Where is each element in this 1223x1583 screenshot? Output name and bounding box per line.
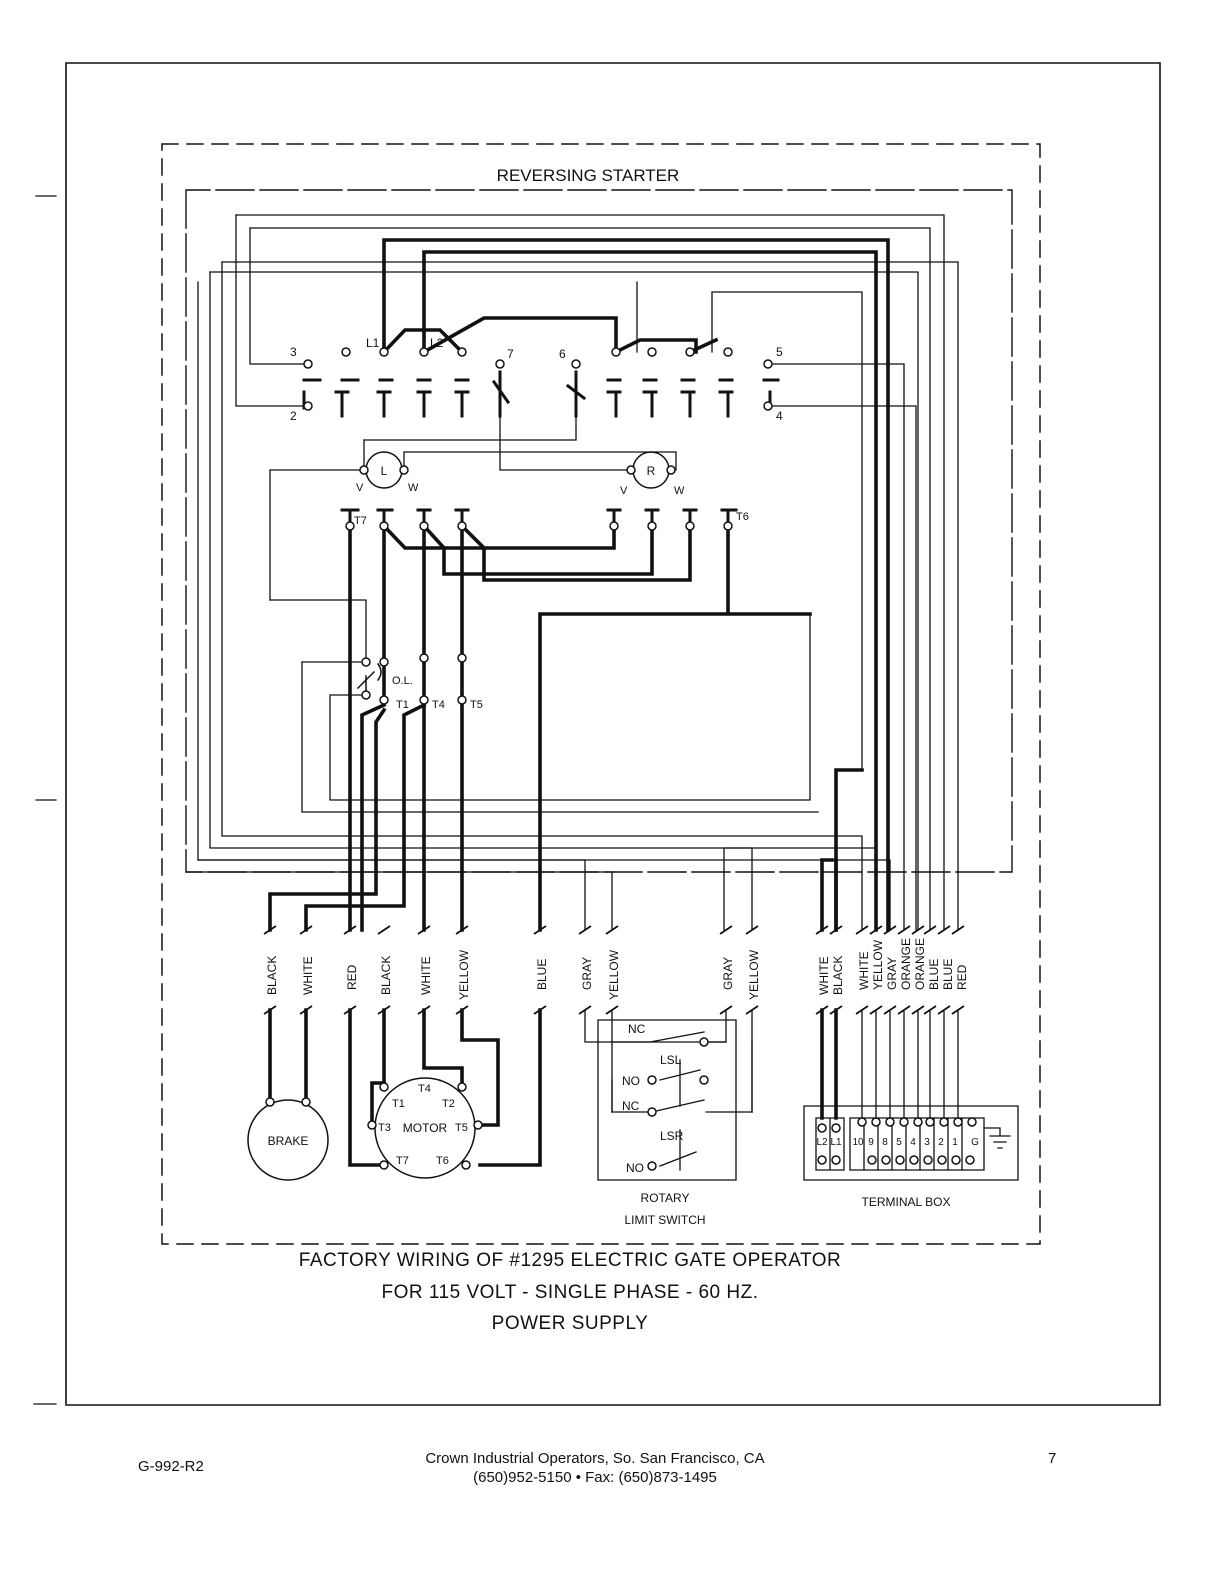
tb-g-label: G [971,1137,979,1148]
wire-label-blue: BLUE [927,959,941,990]
motor-t4-label: T4 [418,1083,431,1095]
starter-title: REVERSING STARTER [497,166,680,185]
coil-r-v-label: V [620,485,628,497]
caption-line-3: POWER SUPPLY [491,1313,649,1334]
wire-label-black: BLACK [831,956,845,995]
company-name: Crown Industrial Operators, So. San Fran… [425,1450,765,1467]
motor-t1-label: T1 [392,1098,405,1110]
terminal-box-labels: L2 L1 10 9 8 5 4 3 2 1 G [816,1137,979,1148]
coil-r-w-label: W [674,485,685,497]
motor-t3-label: T3 [378,1122,391,1134]
limit-switch-title-1: ROTARY [641,1191,690,1205]
limit-no-label: NO [622,1074,640,1088]
wire-label-white: WHITE [301,956,315,995]
tb-1-label: 1 [952,1137,958,1148]
terminal-label-5: 5 [776,345,783,359]
coil-l-v-label: V [356,482,364,494]
connection-points [265,347,977,1171]
terminal-label-4: 4 [776,409,783,423]
limit-nc-label: NC [628,1022,646,1036]
wire-break-ticks [263,925,965,1015]
coil-r-label: R [647,464,656,478]
motor-lead-heads [340,508,738,528]
terminal-label-7: 7 [507,347,514,361]
tb-2-label: 2 [938,1137,944,1148]
wire-label-orange: ORANGE [913,938,927,990]
motor-t6-label: T6 [436,1155,449,1167]
power-wires-heavy [268,238,890,1167]
caption-line-1: FACTORY WIRING OF #1295 ELECTRIC GATE OP… [298,1250,842,1271]
wire-label-blue: BLUE [535,959,549,990]
terminal-label-3: 3 [290,345,297,359]
overload-t1-label: T1 [396,699,409,711]
terminal-box [803,1105,1019,1181]
enclosure-dashed [161,143,1041,1245]
coil-l-w-label: W [408,482,419,494]
overload-block [356,662,382,691]
control-wires-thin [185,214,959,931]
wire-label-gray: GRAY [580,957,594,990]
wire-label-white: WHITE [419,956,433,995]
overload-label: O.L. [392,675,413,687]
tb-l1-label: L1 [830,1137,842,1148]
motor-label: MOTOR [403,1121,448,1135]
lead-t6-label: T6 [736,511,749,523]
caption-line-2: FOR 115 VOLT - SINGLE PHASE - 60 HZ. [381,1282,759,1303]
terminal-label-2: 2 [290,409,297,423]
wire-label-yellow: YELLOW [747,949,761,1000]
tb-9-label: 9 [868,1137,874,1148]
brake-label: BRAKE [268,1134,309,1148]
tb-10-label: 10 [852,1137,864,1148]
wire-label-yellow: YELLOW [607,949,621,1000]
wire-label-gray: GRAY [721,957,735,990]
wire-label-gray: GRAY [885,957,899,990]
wire-label-white: WHITE [857,951,871,990]
reversing-starter-box [185,189,1013,873]
limit-lsl-label: LSL [660,1053,682,1067]
starter-contacts [302,370,780,418]
terminal-box-title: TERMINAL BOX [862,1195,951,1209]
terminal-label-l2: L2 [430,336,444,350]
page-number: 7 [1048,1450,1057,1467]
tb-5-label: 5 [896,1137,902,1148]
limit-lsr-label: LSR [660,1129,684,1143]
motor-t5-label: T5 [455,1122,468,1134]
wire-label-white: WHITE [817,956,831,995]
overload-t5-label: T5 [470,699,483,711]
page-frame [65,62,1161,1406]
terminal-label-l1: L1 [366,336,380,350]
wire-label-orange: ORANGE [899,938,913,990]
terminal-label-6: 6 [559,347,566,361]
limit-switch-box [597,1019,753,1181]
tb-3-label: 3 [924,1137,930,1148]
tb-l2-label: L2 [816,1137,828,1148]
limit-no-label: NO [626,1161,644,1175]
tb-8-label: 8 [882,1137,888,1148]
wire-label-red: RED [345,964,359,990]
company-contact: (650)952-5150 • Fax: (650)873-1495 [473,1469,717,1486]
wire-label-black: BLACK [379,956,393,995]
motor-t2-label: T2 [442,1098,455,1110]
limit-nc-label: NC [622,1099,640,1113]
overload-t4-label: T4 [432,699,445,711]
wire-label-yellow: YELLOW [457,949,471,1000]
wire-label-black: BLACK [265,956,279,995]
wire-label-blue: BLUE [941,959,955,990]
wire-color-labels: BLACK WHITE RED BLACK WHITE YELLOW BLUE … [265,938,969,1000]
scan-margin-marks [33,195,57,1405]
wire-label-yellow: YELLOW [871,939,885,990]
coil-l-label: L [381,464,388,478]
wire-label-red: RED [955,964,969,990]
brake-circle [247,1099,329,1181]
motor-t7-label: T7 [396,1155,409,1167]
lead-t7-label: T7 [354,515,367,527]
document-code: G-992-R2 [138,1458,204,1475]
tb-4-label: 4 [910,1137,916,1148]
limit-switch-title-2: LIMIT SWITCH [624,1213,705,1227]
